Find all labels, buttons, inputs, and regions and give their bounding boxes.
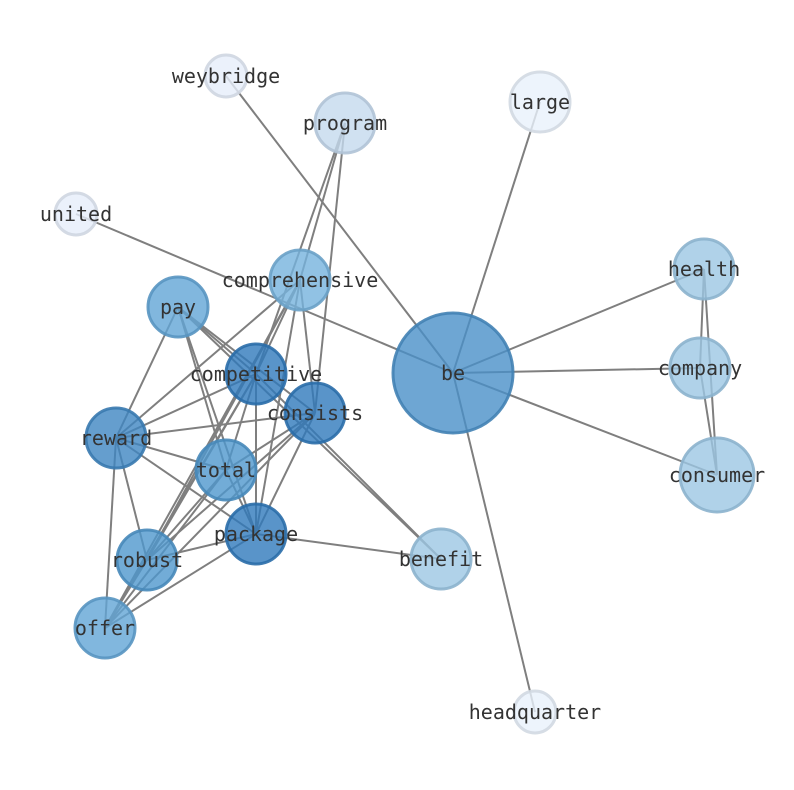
label-layer: be weybridge large program united health compa… [40,64,765,724]
node-label-benefit: benefit [399,547,483,571]
node-label-be: be [441,361,465,385]
node-total [194,438,258,502]
edge-consists-offer [104,412,316,629]
node-headquarter [512,689,558,735]
node-label-comprehensive: comprehensive [222,268,379,292]
node-program [313,91,377,155]
node-package [224,502,288,566]
edge-reward-offer [104,437,117,629]
edge-be-weybridge [225,75,454,374]
node-company [668,336,732,400]
node-layer [53,53,756,735]
node-comprehensive [268,248,332,312]
edge-consists-reward [115,412,316,439]
edge-comprehensive-reward [115,279,301,439]
node-pay [146,275,210,339]
node-label-reward: reward [80,426,152,450]
node-label-robust: robust [111,548,183,572]
node-label-headquarter: headquarter [469,700,601,724]
node-offer [73,596,137,660]
node-robust [115,528,179,592]
node-health [672,237,736,301]
node-consists [283,381,347,445]
node-label-health: health [668,257,740,281]
node-label-program: program [303,111,387,135]
node-label-total: total [196,458,256,482]
node-label-weybridge: weybridge [172,64,280,88]
node-be [391,311,515,435]
node-label-consists: consists [267,401,363,425]
edge-be-united [75,213,454,374]
node-weybridge [203,53,249,99]
node-label-offer: offer [75,616,135,640]
node-consumer [678,436,756,514]
node-label-large: large [510,90,570,114]
node-competitive [224,342,288,406]
node-label-consumer: consumer [669,463,765,487]
edge-comprehensive-package [255,279,301,535]
node-label-competitive: competitive [190,362,322,386]
node-label-package: package [214,522,298,546]
node-label-united: united [40,202,112,226]
node-reward [84,406,148,470]
node-united [53,191,99,237]
node-label-pay: pay [160,295,196,319]
edge-program-consists [314,122,346,414]
node-label-company: company [658,356,742,380]
node-large [508,70,572,134]
node-benefit [409,527,473,591]
